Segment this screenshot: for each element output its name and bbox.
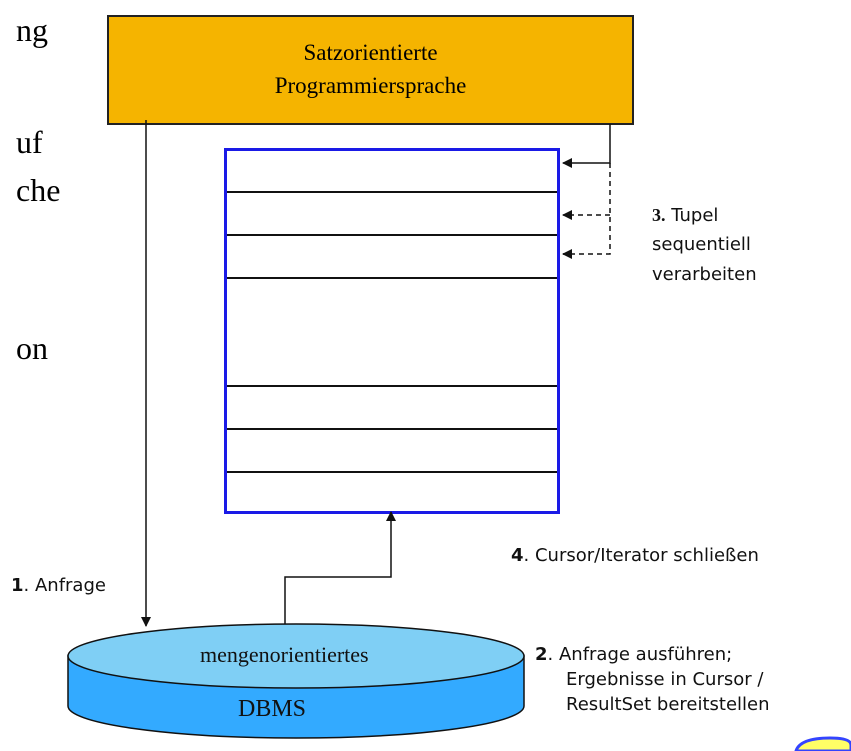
programming-language-box: Satzorientierte Programmiersprache [107, 15, 634, 125]
programming-language-label-line1: Satzorientierte [303, 40, 438, 65]
step2-number: 2 [535, 644, 548, 665]
tuple-row-divider [227, 191, 557, 193]
left-text-fragment-2: uf [16, 124, 43, 160]
step1-number: 1 [11, 575, 24, 596]
tuple-row-divider [227, 471, 557, 473]
dbms-top-label: mengenorientiertes [200, 642, 369, 667]
dbms-bottom-label: DBMS [238, 696, 307, 722]
step3-number: 3. [652, 205, 666, 225]
fetch-arrow-dashed-1 [563, 163, 611, 255]
step1-text: . Anfrage [23, 575, 106, 596]
step3-text-line3: verarbeiten [652, 264, 757, 285]
tuple-row-divider [227, 428, 557, 430]
step3-label: 3. Tupel [652, 202, 718, 229]
tuple-row-divider [227, 385, 557, 387]
step1-label: 1. Anfrage [11, 573, 106, 599]
step2-text-line3: ResultSet bereitstellen [566, 694, 770, 715]
left-text-fragment-4: on [16, 330, 48, 366]
result-arrow [284, 511, 396, 652]
step2-label: 2. Anfrage ausführen; [535, 642, 732, 668]
step2-text-line1: . Anfrage ausführen; [547, 644, 733, 665]
step2-text-line2: Ergebnisse in Cursor / [566, 669, 764, 690]
tuple-row-divider [227, 277, 557, 279]
tuple-row-divider [227, 234, 557, 236]
step4-label: 4. Cursor/Iterator schließen [511, 543, 759, 569]
step3-text-line1: Tupel [665, 205, 719, 226]
left-text-fragment-1: ng [16, 12, 48, 48]
programming-language-label-line2: Programmiersprache [274, 73, 467, 98]
step3-text-line2: sequentiell [652, 234, 751, 255]
left-text-fragment-3: che [16, 172, 61, 208]
step4-number: 4 [511, 545, 524, 566]
step4-text: . Cursor/Iterator schließen [523, 545, 759, 566]
